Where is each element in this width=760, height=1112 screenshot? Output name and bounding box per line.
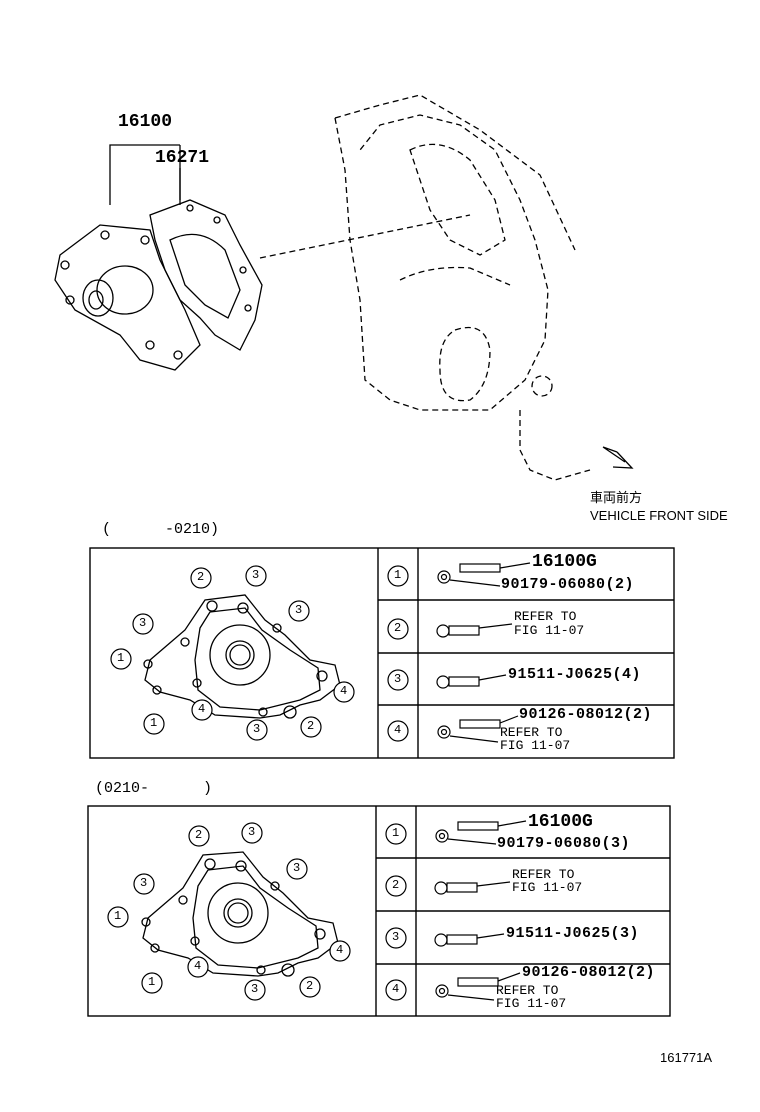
gasket-drawing xyxy=(149,199,263,351)
refer-fig: FIG 11-07 xyxy=(512,880,583,895)
part-number: 90179-06080(2) xyxy=(501,576,635,593)
part-number: 90179-06080(3) xyxy=(497,835,631,852)
gasket-callout-number: 1 xyxy=(117,651,125,665)
water-pump-drawing xyxy=(54,224,201,371)
bolt-icon xyxy=(436,674,507,689)
table2-frame xyxy=(87,805,671,1017)
gasket-callout-number: 3 xyxy=(251,982,259,996)
row-number: 1 xyxy=(392,826,400,840)
nut-icon xyxy=(435,829,497,845)
nut-icon xyxy=(437,725,499,743)
gasket-callout-number: 2 xyxy=(307,719,315,733)
gasket-callout-number: 2 xyxy=(306,979,314,993)
stud-icon xyxy=(457,820,527,831)
part-number: 91511-J0625(3) xyxy=(506,925,640,942)
gasket-callout-number: 3 xyxy=(293,861,301,875)
part-number: 90126-08012(2) xyxy=(519,706,653,723)
gasket-callout-number: 2 xyxy=(197,570,205,584)
nut-icon xyxy=(437,570,501,587)
table1-frame xyxy=(89,547,675,759)
gasket-callout-number: 3 xyxy=(140,876,148,890)
gasket-outline-2 xyxy=(141,851,339,977)
label-16100: 16100 xyxy=(118,112,173,132)
engine-block-drawing xyxy=(259,94,591,481)
gasket-callout-number: 3 xyxy=(295,603,303,617)
refer-fig: FIG 11-07 xyxy=(496,996,567,1011)
table1-range: ( -0210) xyxy=(102,521,220,538)
bolt-icon xyxy=(434,933,505,947)
gasket-callout-number: 3 xyxy=(248,825,256,839)
refer-fig: FIG 11-07 xyxy=(514,623,585,638)
row-number: 1 xyxy=(394,568,402,582)
row-number: 3 xyxy=(392,930,400,944)
row-number: 2 xyxy=(394,621,402,635)
refer-text: REFER TO xyxy=(514,609,577,624)
gasket-outline-1 xyxy=(143,594,341,719)
front-side-jp: 車両前方 xyxy=(590,490,643,505)
part-number: 91511-J0625(4) xyxy=(508,666,642,683)
label-16271: 16271 xyxy=(155,148,210,168)
figure-id: 161771A xyxy=(660,1050,713,1065)
stud-icon xyxy=(459,562,531,573)
row-number: 4 xyxy=(392,982,400,996)
gasket-callout-number: 4 xyxy=(198,702,206,716)
table2-range: (0210- ) xyxy=(95,780,213,797)
gasket-callout-number: 3 xyxy=(252,568,260,582)
gasket-callout-number: 2 xyxy=(195,828,203,842)
gasket-callout-number: 1 xyxy=(114,909,122,923)
refer-text: REFER TO xyxy=(512,867,575,882)
gasket-callout-number: 3 xyxy=(253,722,261,736)
part-number: 16100G xyxy=(528,812,593,832)
leader-16100 xyxy=(109,144,180,205)
row-number: 2 xyxy=(392,878,400,892)
gasket-callout-number: 1 xyxy=(150,716,158,730)
gasket-callout-number: 3 xyxy=(139,616,147,630)
stud-icon xyxy=(459,715,519,729)
gasket-callout-number: 1 xyxy=(148,975,156,989)
row-number: 3 xyxy=(394,672,402,686)
bolt-icon xyxy=(434,881,511,895)
front-side-en: VEHICLE FRONT SIDE xyxy=(590,508,728,523)
stud-icon xyxy=(457,972,521,987)
front-arrow-icon xyxy=(602,446,634,469)
part-number: 90126-08012(2) xyxy=(522,964,656,981)
bolt-icon xyxy=(436,623,513,638)
gasket-callout-number: 4 xyxy=(336,943,344,957)
part-number: 16100G xyxy=(532,552,597,572)
refer-text: REFER TO xyxy=(500,725,563,740)
gasket-callout-number: 4 xyxy=(194,959,202,973)
gasket-callout-number: 4 xyxy=(340,684,348,698)
refer-text: REFER TO xyxy=(496,983,559,998)
row-number: 4 xyxy=(394,723,402,737)
nut-icon xyxy=(435,984,495,1001)
refer-fig: FIG 11-07 xyxy=(500,738,571,753)
